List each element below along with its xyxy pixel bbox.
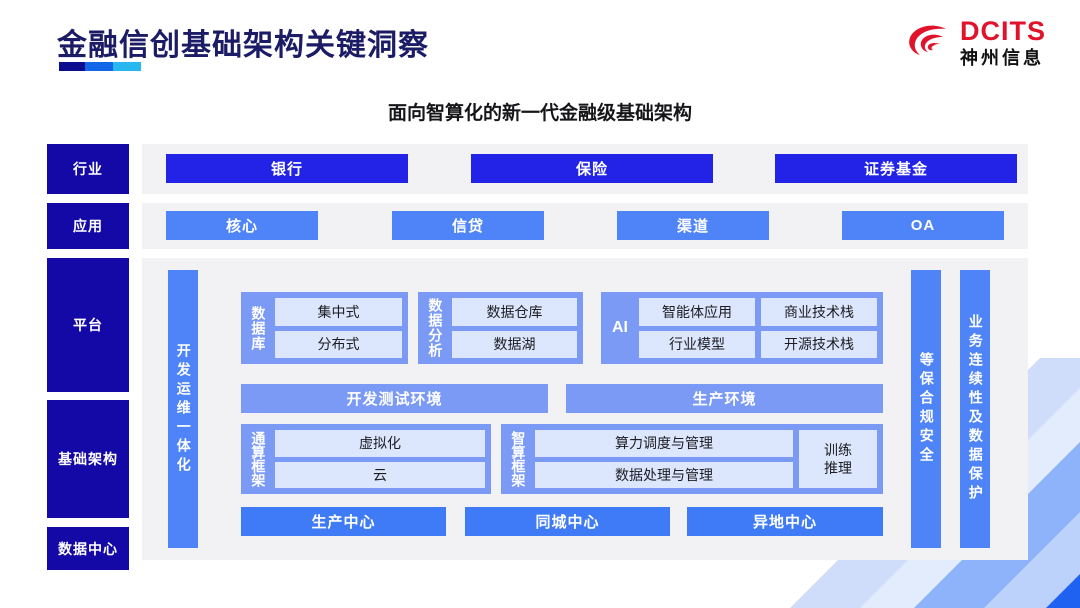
group-database[interactable]: 数据库 集中式 分布式 bbox=[241, 292, 408, 364]
env-bar-dev-test[interactable]: 开发测试环境 bbox=[241, 384, 548, 413]
platform-vbar-compliance-security[interactable]: 等保合规安全 bbox=[911, 270, 941, 548]
sidebar-item-industry[interactable]: 行业 bbox=[47, 144, 129, 194]
platform-vbar-devops[interactable]: 开发运维一体化 bbox=[168, 270, 198, 548]
group-ai-card-opensource-stack[interactable]: 开源技术栈 bbox=[761, 330, 877, 358]
platform-panel: 开发运维一体化 等保合规安全 业务连续性及数据保护 数据库 集中式 分布式 数据… bbox=[142, 258, 1028, 560]
group-database-label: 数据库 bbox=[250, 305, 267, 351]
group-data-analysis[interactable]: 数据分析 数据仓库 数据湖 bbox=[418, 292, 583, 364]
group-database-card-distributed[interactable]: 分布式 bbox=[275, 330, 402, 358]
group-ai-card-commercial-stack[interactable]: 商业技术栈 bbox=[761, 298, 877, 326]
dcits-swoosh-icon bbox=[905, 20, 951, 66]
group-intelligent-compute-card-scheduling[interactable]: 算力调度与管理 bbox=[535, 430, 793, 457]
datacenter-chip-production[interactable]: 生产中心 bbox=[241, 507, 446, 536]
group-general-compute-framework[interactable]: 通算框架 虚拟化 云 bbox=[241, 424, 491, 494]
group-intelligent-compute-label: 智算框架 bbox=[510, 431, 527, 487]
platform-vbar-business-continuity[interactable]: 业务连续性及数据保护 bbox=[960, 270, 990, 548]
datacenter-chip-metro[interactable]: 同城中心 bbox=[465, 507, 670, 536]
group-ai-card-agent-app[interactable]: 智能体应用 bbox=[639, 298, 755, 326]
title-underline-accent bbox=[59, 62, 141, 71]
application-chip-channel[interactable]: 渠道 bbox=[617, 211, 769, 240]
group-ai-card-industry-model[interactable]: 行业模型 bbox=[639, 330, 755, 358]
group-data-analysis-card-warehouse[interactable]: 数据仓库 bbox=[452, 298, 577, 326]
logo-text-cn: 神州信息 bbox=[960, 48, 1044, 68]
group-data-analysis-label: 数据分析 bbox=[427, 298, 444, 358]
group-data-analysis-card-lake[interactable]: 数据湖 bbox=[452, 330, 577, 358]
sidebar-item-platform[interactable]: 平台 bbox=[47, 258, 129, 392]
page-title: 金融信创基础架构关键洞察 bbox=[57, 29, 429, 62]
group-intelligent-compute-framework[interactable]: 智算框架 算力调度与管理 数据处理与管理 训练 推理 bbox=[501, 424, 883, 494]
application-chip-core[interactable]: 核心 bbox=[166, 211, 318, 240]
diagram-subtitle: 面向智算化的新一代金融级基础架构 bbox=[387, 103, 692, 124]
sidebar-item-application[interactable]: 应用 bbox=[47, 203, 129, 249]
group-general-compute-label: 通算框架 bbox=[250, 431, 267, 487]
logo-text-en: DCITS bbox=[960, 16, 1046, 46]
group-database-card-centralized[interactable]: 集中式 bbox=[275, 298, 402, 326]
env-bar-production[interactable]: 生产环境 bbox=[566, 384, 883, 413]
application-chip-oa[interactable]: OA bbox=[842, 211, 1004, 240]
group-general-compute-card-virtualization[interactable]: 虚拟化 bbox=[275, 430, 485, 457]
application-chip-credit[interactable]: 信贷 bbox=[392, 211, 544, 240]
sidebar-item-infrastructure[interactable]: 基础架构 bbox=[47, 400, 129, 518]
group-general-compute-card-cloud[interactable]: 云 bbox=[275, 461, 485, 488]
company-logo: DCITS 神州信息 bbox=[905, 18, 1046, 67]
group-ai[interactable]: AI 智能体应用 行业模型 商业技术栈 开源技术栈 bbox=[601, 292, 883, 364]
industry-chip-securities[interactable]: 证券基金 bbox=[775, 154, 1017, 183]
application-panel: 核心 信贷 渠道 OA bbox=[142, 203, 1028, 249]
industry-panel: 银行 保险 证券基金 bbox=[142, 144, 1028, 194]
group-ai-label: AI bbox=[612, 318, 628, 336]
group-intelligent-compute-card-dataproc[interactable]: 数据处理与管理 bbox=[535, 461, 793, 488]
industry-chip-bank[interactable]: 银行 bbox=[166, 154, 408, 183]
datacenter-chip-remote[interactable]: 异地中心 bbox=[687, 507, 883, 536]
train-infer-text: 训练 推理 bbox=[824, 441, 852, 476]
group-intelligent-compute-card-train-infer[interactable]: 训练 推理 bbox=[799, 430, 877, 488]
sidebar-item-datacenter[interactable]: 数据中心 bbox=[47, 527, 129, 570]
industry-chip-insurance[interactable]: 保险 bbox=[471, 154, 713, 183]
